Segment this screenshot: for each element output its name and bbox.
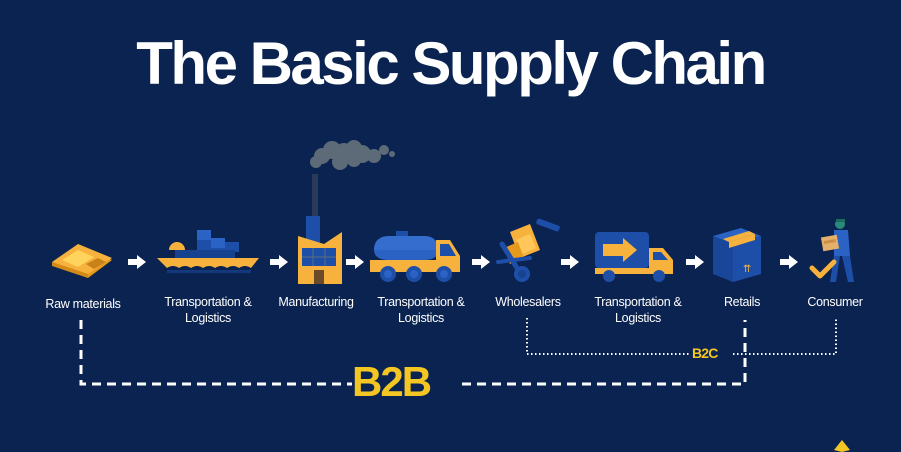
- right-arrow-icon: [270, 255, 288, 269]
- right-arrow-icon: [472, 255, 490, 269]
- delivery-truck-icon: [595, 232, 673, 282]
- factory-icon: [298, 140, 395, 284]
- stage-label-transport-2: Transportation & Logistics: [377, 295, 465, 325]
- stage-label-transport-1: Transportation & Logistics: [164, 295, 252, 325]
- stage-label-manufacturing: Manufacturing: [278, 295, 354, 309]
- right-arrow-icon: [128, 255, 146, 269]
- page-title: The Basic Supply Chain: [136, 30, 767, 97]
- right-arrow-icon: [561, 255, 579, 269]
- b2b-label: B2B: [352, 358, 432, 405]
- stage-label-consumer: Consumer: [807, 295, 863, 309]
- svg-text:⇈: ⇈: [743, 264, 751, 275]
- b2b-connector-line: [79, 320, 747, 386]
- person-carrying-box-icon: [809, 219, 854, 282]
- cargo-ship-icon: [157, 230, 259, 273]
- hand-truck-icon: [496, 218, 560, 282]
- corner-logo-icon: [834, 440, 850, 452]
- stage-label-wholesalers: Wholesalers: [495, 295, 561, 309]
- stage-label-retails: Retails: [723, 295, 761, 309]
- stage-label-raw-materials: Raw materials: [45, 297, 121, 311]
- gold-bars-icon: [52, 244, 112, 278]
- right-arrow-icon: [346, 255, 364, 269]
- right-arrow-icon: [686, 255, 704, 269]
- right-arrow-icon: [780, 255, 798, 269]
- stage-label-transport-3: Transportation & Logistics: [594, 295, 682, 325]
- b2c-connector-line: [526, 318, 837, 355]
- b2c-label: B2C: [692, 345, 718, 361]
- package-box-icon: ⇈: [713, 228, 761, 282]
- tanker-truck-icon: [370, 231, 460, 282]
